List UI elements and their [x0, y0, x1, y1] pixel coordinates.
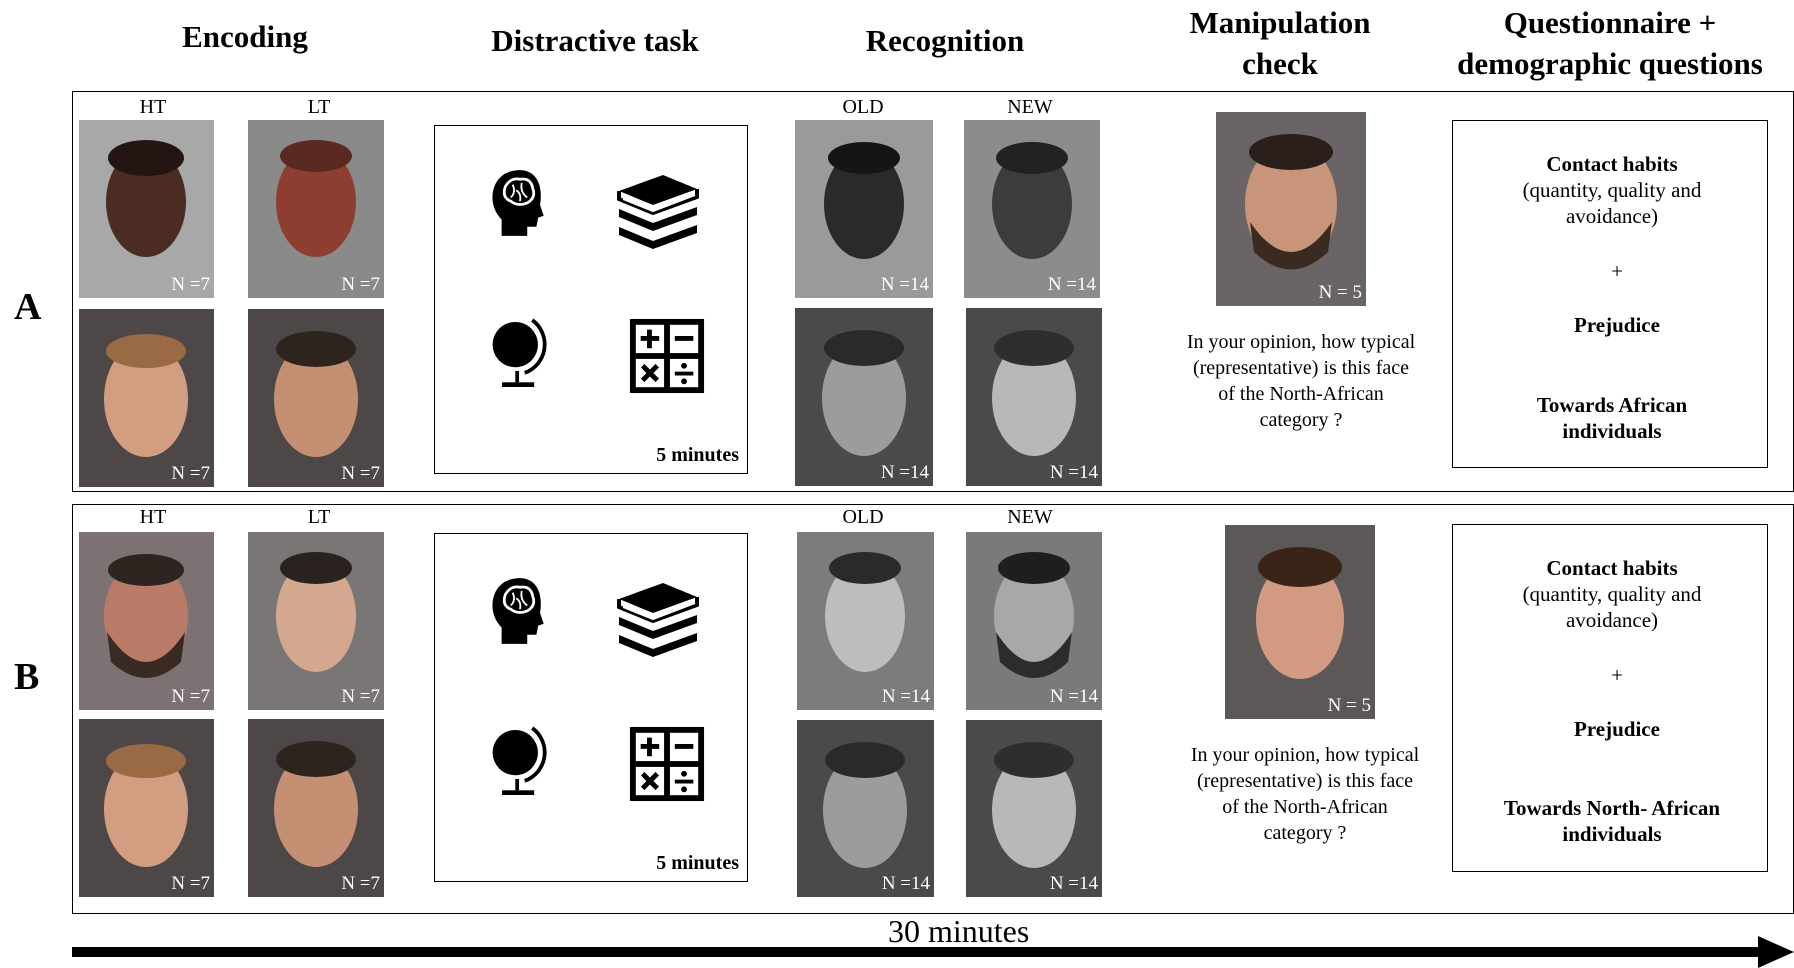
face-photo: N =14 — [797, 720, 934, 897]
calculator-icon — [629, 318, 705, 394]
prejudice-label: Prejudice — [1574, 717, 1660, 741]
contact-habits-title: Contact habits — [1546, 152, 1678, 176]
plus-sign: + — [1611, 259, 1623, 283]
face-photo: N =7 — [248, 532, 384, 710]
face-photo: N =7 — [79, 120, 214, 298]
header-encoding: Encoding — [182, 19, 308, 54]
total-duration-label: 30 minutes — [888, 913, 1030, 949]
timeline-arrow — [72, 947, 1762, 957]
contact-habits-detail: (quantity, quality and avoidance) — [1522, 582, 1702, 632]
header-distractive-task: Distractive task — [491, 23, 699, 58]
questionnaire-box — [1452, 120, 1768, 468]
encoding-lt-label: LT — [307, 96, 331, 118]
face-count: N =14 — [1049, 686, 1098, 707]
face-photo: N = 5 — [1225, 525, 1375, 719]
timeline-arrowhead — [1758, 936, 1794, 968]
face-count: N =14 — [880, 274, 929, 295]
contact-habits-title: Contact habits — [1546, 556, 1678, 580]
manipulation-question: In your opinion, how typical (representa… — [1186, 331, 1416, 431]
header-questionnaire: Questionnaire + demographic questions — [1457, 5, 1763, 81]
calculator-icon — [629, 726, 705, 802]
distractive-task-box: 5 minutes — [434, 125, 748, 474]
face-count: N =7 — [171, 463, 210, 484]
globe-icon — [492, 318, 547, 387]
face-count: N = 5 — [1318, 282, 1362, 303]
condition-label-b: B — [14, 656, 40, 698]
prejudice-label: Prejudice — [1574, 313, 1660, 337]
face-photo: N =14 — [966, 720, 1102, 897]
distractive-duration: 5 minutes — [656, 852, 739, 874]
face-count: N =14 — [1049, 462, 1098, 483]
face-count: N =7 — [341, 686, 380, 707]
globe-icon — [492, 726, 547, 795]
face-photo: N =14 — [966, 532, 1102, 710]
recognition-old-label: OLD — [842, 506, 884, 528]
face-count: N =7 — [171, 686, 210, 707]
condition-label-a: A — [14, 286, 42, 328]
encoding-ht-label: HT — [139, 96, 167, 118]
face-count: N =14 — [880, 462, 929, 483]
face-photo: N =14 — [966, 308, 1102, 486]
face-photo: N =14 — [795, 120, 933, 298]
face-photo: N =7 — [79, 719, 214, 897]
recognition-new-label: NEW — [1007, 506, 1053, 528]
face-count: N =14 — [881, 873, 930, 894]
recognition-old-label: OLD — [842, 96, 884, 118]
face-photo: N =14 — [795, 308, 933, 486]
face-count: N =7 — [341, 463, 380, 484]
header-recognition: Recognition — [865, 23, 1025, 58]
face-photo: N = 5 — [1216, 112, 1366, 306]
prejudice-target: Towards African individuals — [1536, 393, 1688, 443]
questionnaire-box — [1452, 524, 1768, 872]
face-photo: N =14 — [797, 532, 934, 710]
face-count: N =7 — [171, 274, 210, 295]
contact-habits-detail: (quantity, quality and avoidance) — [1522, 178, 1702, 228]
face-photo: N =7 — [79, 309, 214, 487]
distractive-task-box: 5 minutes — [434, 533, 748, 882]
brain-head-icon — [492, 170, 544, 236]
manipulation-question: In your opinion, how typical (representa… — [1190, 744, 1420, 844]
face-count: N =14 — [1049, 873, 1098, 894]
header-manipulation-check: Manipulation check — [1189, 5, 1371, 81]
face-count: N =14 — [1047, 274, 1096, 295]
plus-sign: + — [1611, 663, 1623, 687]
face-count: N =7 — [341, 873, 380, 894]
face-photo: N =7 — [248, 120, 384, 298]
brain-head-icon — [492, 578, 544, 644]
recognition-new-label: NEW — [1007, 96, 1053, 118]
face-photo: N =14 — [964, 120, 1100, 298]
prejudice-target: Towards North- African individuals — [1503, 796, 1721, 846]
face-photo: N =7 — [248, 719, 384, 897]
books-icon — [617, 175, 699, 249]
face-photo: N =7 — [79, 532, 214, 710]
face-count: N =7 — [341, 274, 380, 295]
encoding-ht-label: HT — [139, 506, 167, 528]
face-photo: N =7 — [248, 309, 384, 487]
distractive-duration: 5 minutes — [656, 444, 739, 466]
face-count: N =14 — [881, 686, 930, 707]
face-count: N =7 — [171, 873, 210, 894]
face-count: N = 5 — [1327, 695, 1371, 716]
encoding-lt-label: LT — [307, 506, 331, 528]
books-icon — [617, 583, 699, 657]
